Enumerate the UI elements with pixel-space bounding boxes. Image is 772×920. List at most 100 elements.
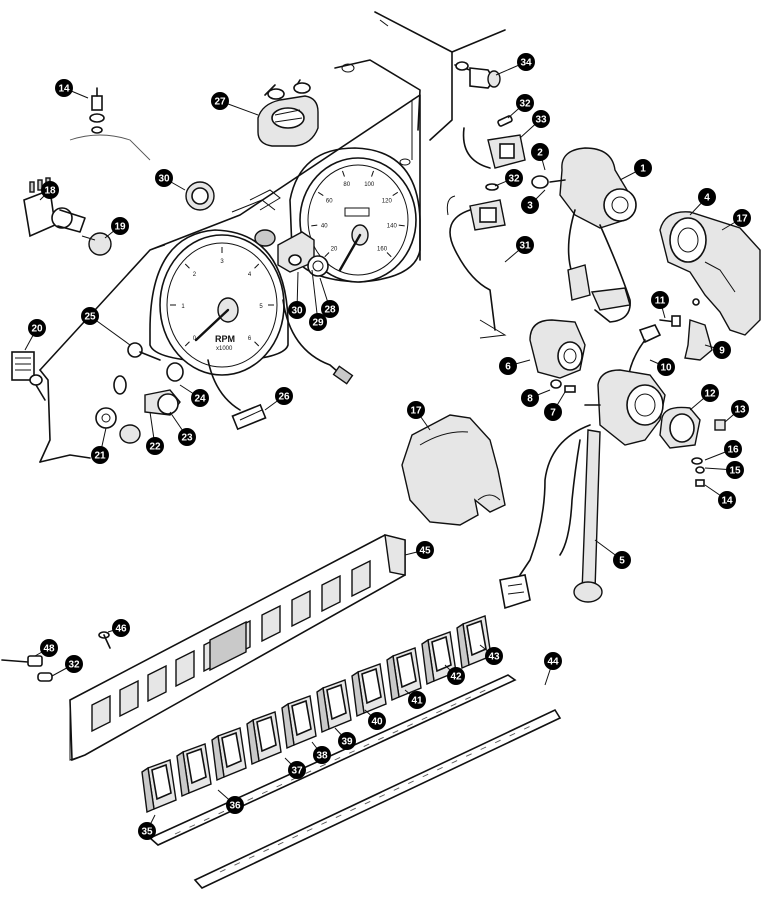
switch-harness bbox=[446, 183, 507, 339]
callout-number: 14 bbox=[58, 84, 70, 95]
callout-number: 1 bbox=[640, 164, 646, 175]
callout-marker bbox=[112, 619, 130, 637]
panel-lamp bbox=[454, 61, 501, 89]
callout-28: 28 bbox=[321, 300, 339, 318]
callout-marker bbox=[516, 236, 534, 254]
callout-9: 9 bbox=[713, 341, 731, 359]
callout-15: 15 bbox=[726, 461, 744, 479]
callout-marker bbox=[532, 110, 550, 128]
callout-number: 39 bbox=[341, 737, 353, 748]
callout-number: 8 bbox=[527, 394, 533, 405]
panel-cutout bbox=[119, 679, 139, 718]
column-switch bbox=[499, 369, 666, 610]
speedometer-tick-label: 160 bbox=[377, 247, 388, 253]
speedometer-tick-label: 100 bbox=[364, 182, 375, 188]
callout-36: 36 bbox=[226, 796, 244, 814]
callout-30: 30 bbox=[155, 169, 173, 187]
callout-number: 38 bbox=[316, 751, 328, 762]
rocker-switch bbox=[176, 743, 212, 798]
callout-number: 10 bbox=[660, 363, 672, 374]
callout-marker bbox=[191, 389, 209, 407]
oil-sender bbox=[69, 87, 151, 161]
callout-marker bbox=[447, 667, 465, 685]
callout-34: 34 bbox=[517, 53, 535, 71]
callout-number: 33 bbox=[535, 115, 547, 126]
speedometer-tick bbox=[371, 170, 374, 177]
callout-marker bbox=[634, 159, 652, 177]
callout-5: 5 bbox=[613, 551, 631, 569]
callout-marker bbox=[516, 94, 534, 112]
sender-unit bbox=[529, 319, 586, 393]
rocker-switch bbox=[246, 711, 282, 766]
panel-cutout bbox=[209, 620, 247, 672]
callout-marker bbox=[275, 387, 293, 405]
speedometer-tick bbox=[342, 170, 345, 177]
rocker-switch bbox=[281, 695, 317, 750]
callout-marker bbox=[91, 446, 109, 464]
panel-cutout bbox=[291, 589, 311, 628]
callout-38: 38 bbox=[313, 746, 331, 764]
callout-2: 2 bbox=[531, 143, 549, 161]
callout-number: 24 bbox=[194, 394, 206, 405]
callout-number: 41 bbox=[411, 696, 423, 707]
callout-marker bbox=[155, 169, 173, 187]
callout-number: 16 bbox=[727, 445, 739, 456]
callout-marker bbox=[726, 461, 744, 479]
callout-marker bbox=[146, 437, 164, 455]
callout-marker bbox=[407, 401, 425, 419]
callout-number: 29 bbox=[312, 318, 324, 329]
callout-17: 17 bbox=[407, 401, 425, 419]
toggle-switch bbox=[11, 351, 46, 401]
callout-marker bbox=[544, 652, 562, 670]
callout-marker bbox=[65, 655, 83, 673]
callout-number: 15 bbox=[729, 466, 741, 477]
callout-14: 14 bbox=[55, 79, 73, 97]
panel-cutout bbox=[261, 604, 281, 643]
callout-43: 43 bbox=[485, 647, 503, 665]
callout-marker bbox=[698, 188, 716, 206]
callout-32: 32 bbox=[516, 94, 534, 112]
screw bbox=[98, 631, 111, 649]
callout-35: 35 bbox=[138, 822, 156, 840]
ignition-switch bbox=[531, 147, 637, 323]
callout-marker bbox=[657, 358, 675, 376]
callout-marker bbox=[733, 209, 751, 227]
callout-number: 14 bbox=[721, 496, 733, 507]
callout-labels: 1234567891011121314141516171718192021222… bbox=[28, 53, 751, 840]
callout-number: 20 bbox=[31, 324, 43, 335]
callout-marker bbox=[517, 53, 535, 71]
callout-17: 17 bbox=[733, 209, 751, 227]
callout-marker bbox=[81, 307, 99, 325]
switch-panel bbox=[69, 534, 406, 762]
tachometer-tick-label: 4 bbox=[248, 272, 252, 278]
callout-number: 6 bbox=[505, 362, 511, 373]
callout-marker bbox=[313, 746, 331, 764]
callout-7: 7 bbox=[544, 403, 562, 421]
callout-number: 44 bbox=[547, 657, 559, 668]
callout-marker bbox=[651, 291, 669, 309]
panel-cutout bbox=[321, 574, 341, 613]
callout-marker bbox=[724, 440, 742, 458]
callout-12: 12 bbox=[701, 384, 719, 402]
panel-cutouts bbox=[91, 559, 371, 733]
callout-marker bbox=[178, 428, 196, 446]
callout-13: 13 bbox=[731, 400, 749, 418]
clamp-ring bbox=[659, 406, 726, 487]
callout-3: 3 bbox=[521, 196, 539, 214]
callout-number: 42 bbox=[450, 672, 462, 683]
callout-number: 30 bbox=[291, 306, 303, 317]
callout-number: 37 bbox=[291, 766, 303, 777]
callout-11: 11 bbox=[651, 291, 669, 309]
callout-marker bbox=[521, 389, 539, 407]
dash-panel bbox=[39, 94, 421, 463]
callout-number: 43 bbox=[488, 652, 500, 663]
callout-6: 6 bbox=[499, 357, 517, 375]
bulb-upper bbox=[497, 115, 513, 127]
callout-number: 13 bbox=[734, 405, 746, 416]
callout-27: 27 bbox=[211, 92, 229, 110]
callout-33: 33 bbox=[532, 110, 550, 128]
callout-45: 45 bbox=[416, 541, 434, 559]
callout-32: 32 bbox=[505, 169, 523, 187]
